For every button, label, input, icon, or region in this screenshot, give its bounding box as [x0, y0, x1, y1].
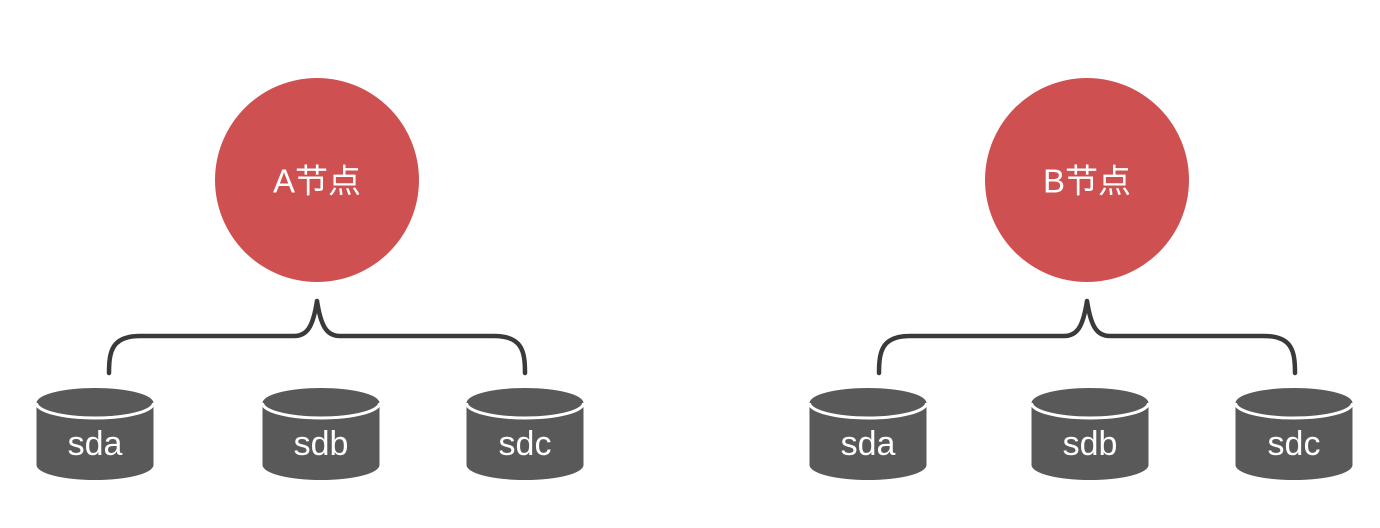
disk-a-sdb-label: sdb	[294, 425, 349, 463]
disk-cylinder-shape	[1031, 388, 1149, 480]
disk-rim-line	[1030, 402, 1150, 420]
brace-a	[106, 298, 528, 376]
disk-cylinder-shape	[809, 388, 927, 480]
disk-b-sda: sda	[808, 388, 928, 480]
disk-a-sdc-label: sdc	[499, 425, 552, 463]
disk-rim-line	[1234, 402, 1354, 420]
node-group-a: A节点 sda sdb sdc	[35, 78, 585, 480]
disk-b-sdc: sdc	[1234, 388, 1354, 480]
disk-b-sda-label: sda	[841, 425, 896, 463]
disk-a-sdc: sdc	[465, 388, 585, 480]
node-a-label: A节点	[273, 163, 361, 200]
disk-cylinder-shape	[466, 388, 584, 480]
node-a-circle	[215, 78, 419, 282]
disk-rim-line	[35, 402, 155, 420]
node-group-b: B节点 sda sdb sdc	[808, 78, 1354, 480]
disk-rim-line	[465, 402, 585, 420]
disk-rim-line	[808, 402, 928, 420]
disk-a-sdb: sdb	[261, 388, 381, 480]
disk-cylinder-shape	[1235, 388, 1353, 480]
disk-a-sda-label: sda	[68, 425, 123, 463]
disk-cylinder-shape	[36, 388, 154, 480]
brace-b	[876, 298, 1298, 376]
node-b-label: B节点	[1043, 163, 1131, 200]
disk-b-sdb-label: sdb	[1063, 425, 1118, 463]
disk-b-sdb: sdb	[1030, 388, 1150, 480]
node-b-circle	[985, 78, 1189, 282]
disk-cylinder-shape	[262, 388, 380, 480]
disk-b-sdc-label: sdc	[1268, 425, 1321, 463]
disk-rim-line	[261, 402, 381, 420]
disk-a-sda: sda	[35, 388, 155, 480]
